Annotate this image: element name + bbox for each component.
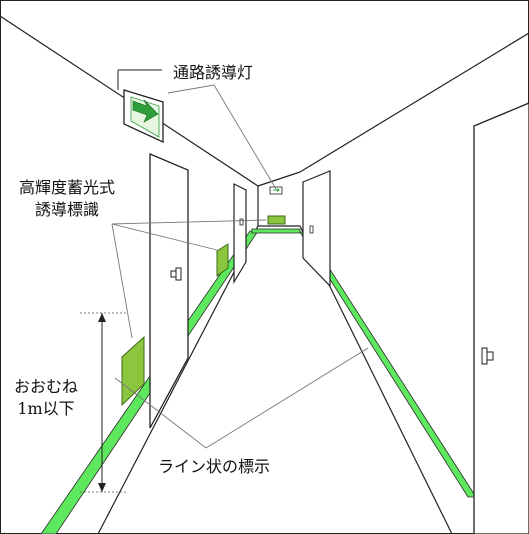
exit-arrow-icon <box>273 188 281 192</box>
door-handle-icon <box>481 347 488 365</box>
leader-lines <box>111 84 369 449</box>
lock-icon <box>486 351 494 361</box>
arrow-up-icon <box>98 313 106 322</box>
right-door-near <box>473 102 529 534</box>
exit-arrow-icon <box>132 99 159 123</box>
sign-label-line1: 高輝度蓄光式 <box>19 178 115 197</box>
floor-line-marking <box>40 228 477 534</box>
left-door-near <box>149 153 189 429</box>
lock-icon <box>170 270 177 278</box>
sign-label-line2: 誘導標識 <box>35 200 99 219</box>
guide-light-label: 通路誘導灯 <box>173 63 253 82</box>
sign-far <box>267 215 286 225</box>
floor-line-label: ライン状の標示 <box>158 457 270 476</box>
right-door-far <box>302 170 331 288</box>
passage-guide-light <box>117 69 164 144</box>
height-dimension <box>80 312 128 493</box>
door-handle-icon <box>239 218 244 226</box>
door-handle-icon <box>309 225 314 234</box>
height-label-line2: 1m以下 <box>17 399 74 418</box>
sign-middle <box>216 243 229 277</box>
height-label-line1: おおむね <box>14 377 78 396</box>
left-door-far <box>233 183 247 285</box>
corridor-ceiling <box>0 15 529 187</box>
door-handle-icon <box>175 267 182 281</box>
far-guide-light <box>269 186 283 195</box>
arrow-down-icon <box>98 483 106 492</box>
